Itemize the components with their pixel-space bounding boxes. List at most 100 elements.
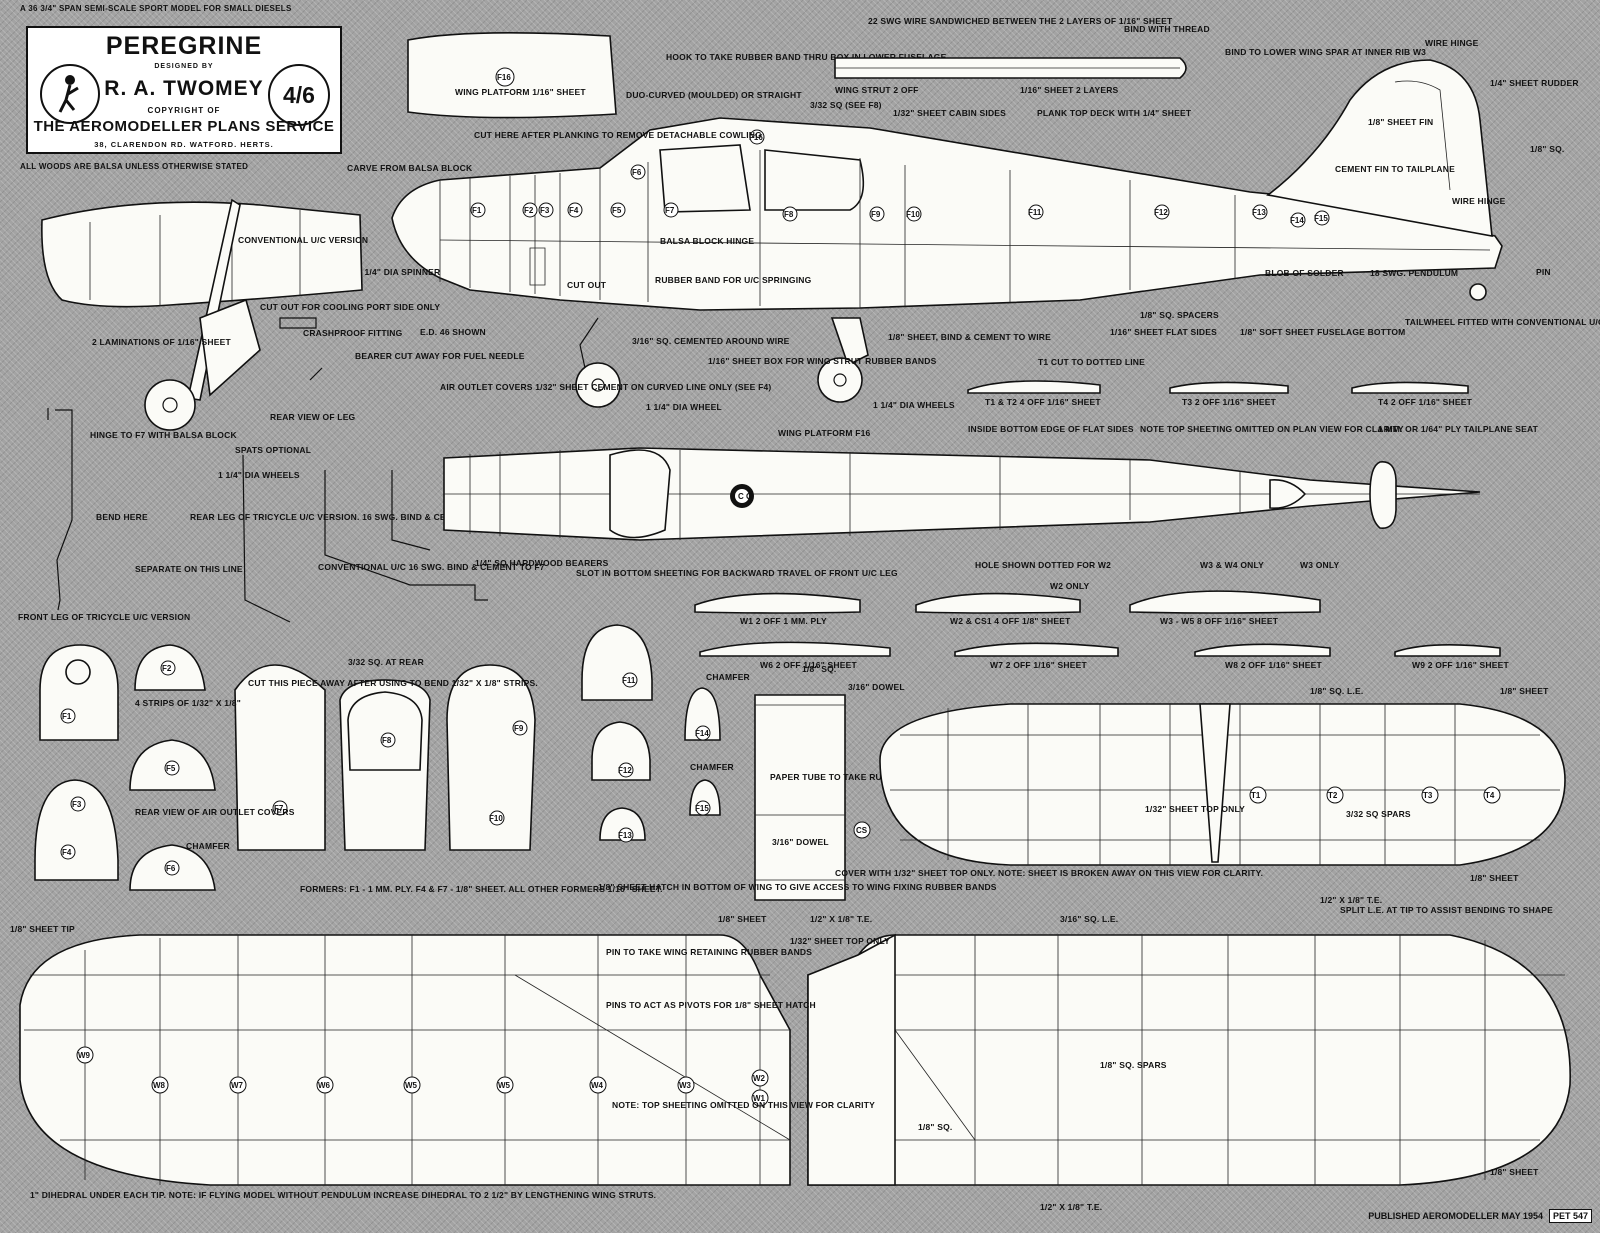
label-wing-sheet-only: 1/32" SHEET TOP ONLY — [790, 936, 890, 946]
label-wire-hinge: WIRE HINGE — [1452, 196, 1506, 206]
label-tp-sq-le: 1/8" SQ. L.E. — [1310, 686, 1363, 696]
former-tag: F14 — [695, 729, 709, 738]
rib-w1 — [694, 592, 861, 614]
station-tag: F8 — [784, 210, 794, 219]
fuselage-datum — [439, 239, 1491, 251]
label-spinner: 1 1/4" DIA SPINNER — [357, 267, 440, 277]
publication-line: PUBLISHED AEROMODELLER MAY 1954 — [1368, 1211, 1543, 1221]
label-hole: HOLE SHOWN DOTTED FOR W2 — [975, 560, 1111, 570]
tail-wheel — [1469, 283, 1487, 301]
label-pins-pivot: PINS TO ACT AS PIVOTS FOR 1/8" SHEET HAT… — [606, 1000, 816, 1010]
label-fin: 1/8" SHEET FIN — [1368, 117, 1433, 127]
wing-rib-tag: W9 — [78, 1051, 91, 1060]
wing-left: W9 W8 W7 W6 W5 W5 W4 W3 W2 W1 — [19, 934, 791, 1186]
plan-number: PET 547 — [1548, 1209, 1592, 1223]
wing-left-outline — [19, 934, 791, 1186]
cut-out-label: CUT OUT — [567, 280, 607, 290]
label-wing-sq: 1/8" SQ. — [918, 1122, 952, 1132]
tailplane-ribs — [947, 704, 1456, 865]
wing-strut: 22 SWG WIRE SANDWICHED BETWEEN THE 2 LAY… — [834, 16, 1426, 95]
label-inside-edge: INSIDE BOTTOM EDGE OF FLAT SIDES — [968, 424, 1134, 434]
plans-address: 38, CLARENDON RD. WATFORD. HERTS. — [94, 140, 274, 149]
label-crashproof: CRASHPROOF FITTING — [303, 328, 403, 338]
uc-section-lines — [89, 208, 301, 306]
label-cs-sq: 1/8" SQ. — [802, 664, 836, 674]
station-tag: F11 — [1028, 208, 1042, 217]
label-sq-rear: 3/32 SQ. AT REAR — [348, 657, 424, 667]
former-tag: F3 — [72, 800, 82, 809]
centre-section: 1/8" SQ. 3/16" DOWEL PAPER TUBE TO TAKE … — [754, 664, 1263, 924]
fin-rudder — [1266, 59, 1493, 237]
rib-w3 — [1129, 590, 1321, 614]
cut-out — [529, 247, 546, 286]
wire-parts: HINGE TO F7 WITH BALSA BLOCK BEND HERE R… — [18, 408, 545, 623]
label-cs-te: 1/2" X 1/8" T.E. — [810, 914, 872, 924]
main-wheel — [575, 362, 621, 408]
cg-label: C G — [738, 492, 752, 501]
label-t1: T1 CUT TO DOTTED LINE — [1038, 357, 1145, 367]
label-wire-cemented: 3/16" SQ. CEMENTED AROUND WIRE — [632, 336, 790, 346]
tailplane-rib-tag: T2 — [1328, 791, 1338, 800]
label-air-outlet: AIR OUTLET COVERS 1/32" SHEET CEMENT ON … — [440, 382, 771, 392]
label-front-leg: FRONT LEG OF TRICYCLE U/C VERSION — [18, 612, 190, 622]
cabin-window-rear — [764, 149, 865, 211]
label-paper-tube: PAPER TUBE TO TAKE RUBBER BAND — [770, 772, 935, 782]
label-dihedral: 1" DIHEDRAL UNDER EACH TIP. NOTE: IF FLY… — [30, 1190, 656, 1200]
fuselage-side-view: F1 F2 F3 F4 F5 F7 F8 F9 F10 F11 F12 F13 … — [391, 59, 1503, 408]
label-tp-spars: 3/32 SQ SPARS — [1346, 809, 1411, 819]
label-chamfer3: CHAMFER — [690, 762, 734, 772]
station-tag: F9 — [871, 210, 881, 219]
wing-left-rib-tags: W9 W8 W7 W6 W5 W5 W4 W3 W2 W1 — [76, 1046, 769, 1107]
label-blob: BLOB OF SOLDER — [1265, 268, 1344, 278]
label-wheels: 1 1/4" DIA WHEELS — [218, 470, 300, 480]
label-spacers: 1/8" SQ. SPACERS — [1140, 310, 1219, 320]
label-w8: W8 2 OFF 1/16" SHEET — [1225, 660, 1322, 670]
rib-t3 — [1169, 381, 1289, 394]
label-t4: T4 2 OFF 1/16" SHEET — [1378, 397, 1473, 407]
former-f12 — [591, 721, 651, 781]
uc-fairing — [199, 298, 261, 397]
crashproof-fitting — [279, 317, 317, 329]
label-sheet-bind: 1/8" SHEET, BIND & CEMENT TO WIRE — [888, 332, 1051, 342]
label-cement-fin: CEMENT FIN TO TAILPLANE — [1335, 164, 1455, 174]
station-tag: F6 — [632, 168, 642, 177]
rear-leg-view — [309, 367, 323, 381]
label-cut-planking: CUT HERE AFTER PLANKING TO REMOVE DETACH… — [474, 130, 762, 140]
label-tp-te: 1/2" X 1/8" T.E. — [1320, 895, 1382, 905]
former-tag: F8 — [382, 736, 392, 745]
station-tag: F3 — [540, 206, 550, 215]
label-plank-top: PLANK TOP DECK WITH 1/4" SHEET — [1037, 108, 1192, 118]
label-pin: PIN — [1536, 267, 1551, 277]
wing-platform: F16 WING PLATFORM 1/16" SHEET — [407, 32, 617, 119]
header-note: A 36 3/4" SPAN SEMI-SCALE SPORT MODEL FO… — [20, 4, 292, 13]
label-w3: W3 - W5 8 OFF 1/16" SHEET — [1160, 616, 1279, 626]
label-rudder: 1/4" SHEET RUDDER — [1490, 78, 1579, 88]
former-tag: F13 — [618, 831, 632, 840]
label-wing-split: SPLIT L.E. AT TIP TO ASSIST BENDING TO S… — [1340, 905, 1553, 915]
label-strut-wire: 22 SWG WIRE SANDWICHED BETWEEN THE 2 LAY… — [868, 16, 1173, 26]
label-tp-sheet-right: 1/8" SHEET — [1470, 873, 1519, 883]
label-wire-hinge-top: WIRE HINGE — [1425, 38, 1479, 48]
former-tag: F1 — [62, 712, 72, 721]
rib-w2 — [915, 592, 1081, 614]
wing-platform-tag: F16 — [497, 73, 511, 82]
label-wing-le: 3/16" SQ. L.E. — [1060, 914, 1118, 924]
label-w3-only: W3 ONLY — [1300, 560, 1339, 570]
label-cs-dowel2: 3/16" DOWEL — [772, 837, 829, 847]
station-tags: F1 F2 F3 F4 F5 F7 F8 F9 F10 F11 F12 F13 … — [470, 129, 1330, 228]
uc-side-view: CONVENTIONAL U/C VERSION 2 LAMINATIONS O… — [41, 198, 403, 480]
former-f4 — [34, 779, 119, 881]
plan-title: PEREGRINE — [105, 32, 263, 60]
former-f14 — [684, 687, 721, 741]
wing-rib-tag: W2 — [753, 1074, 766, 1083]
rudder-hinge-line — [1394, 80, 1451, 191]
wing-right-outline — [807, 934, 1571, 1186]
label-rear-view: REAR VIEW OF LEG — [270, 412, 356, 422]
label-w2-only: W2 ONLY — [1050, 581, 1089, 591]
label-duo-curved: DUO-CURVED (MOULDED) OR STRAIGHT — [626, 90, 802, 100]
tailplane-seat — [1369, 461, 1397, 529]
label-w7: W7 2 OFF 1/16" SHEET — [990, 660, 1087, 670]
label-rear-leg: REAR LEG OF TRICYCLE U/C VERSION. 16 SWG… — [190, 512, 506, 522]
tailplane-centre-sheet — [1199, 703, 1231, 863]
